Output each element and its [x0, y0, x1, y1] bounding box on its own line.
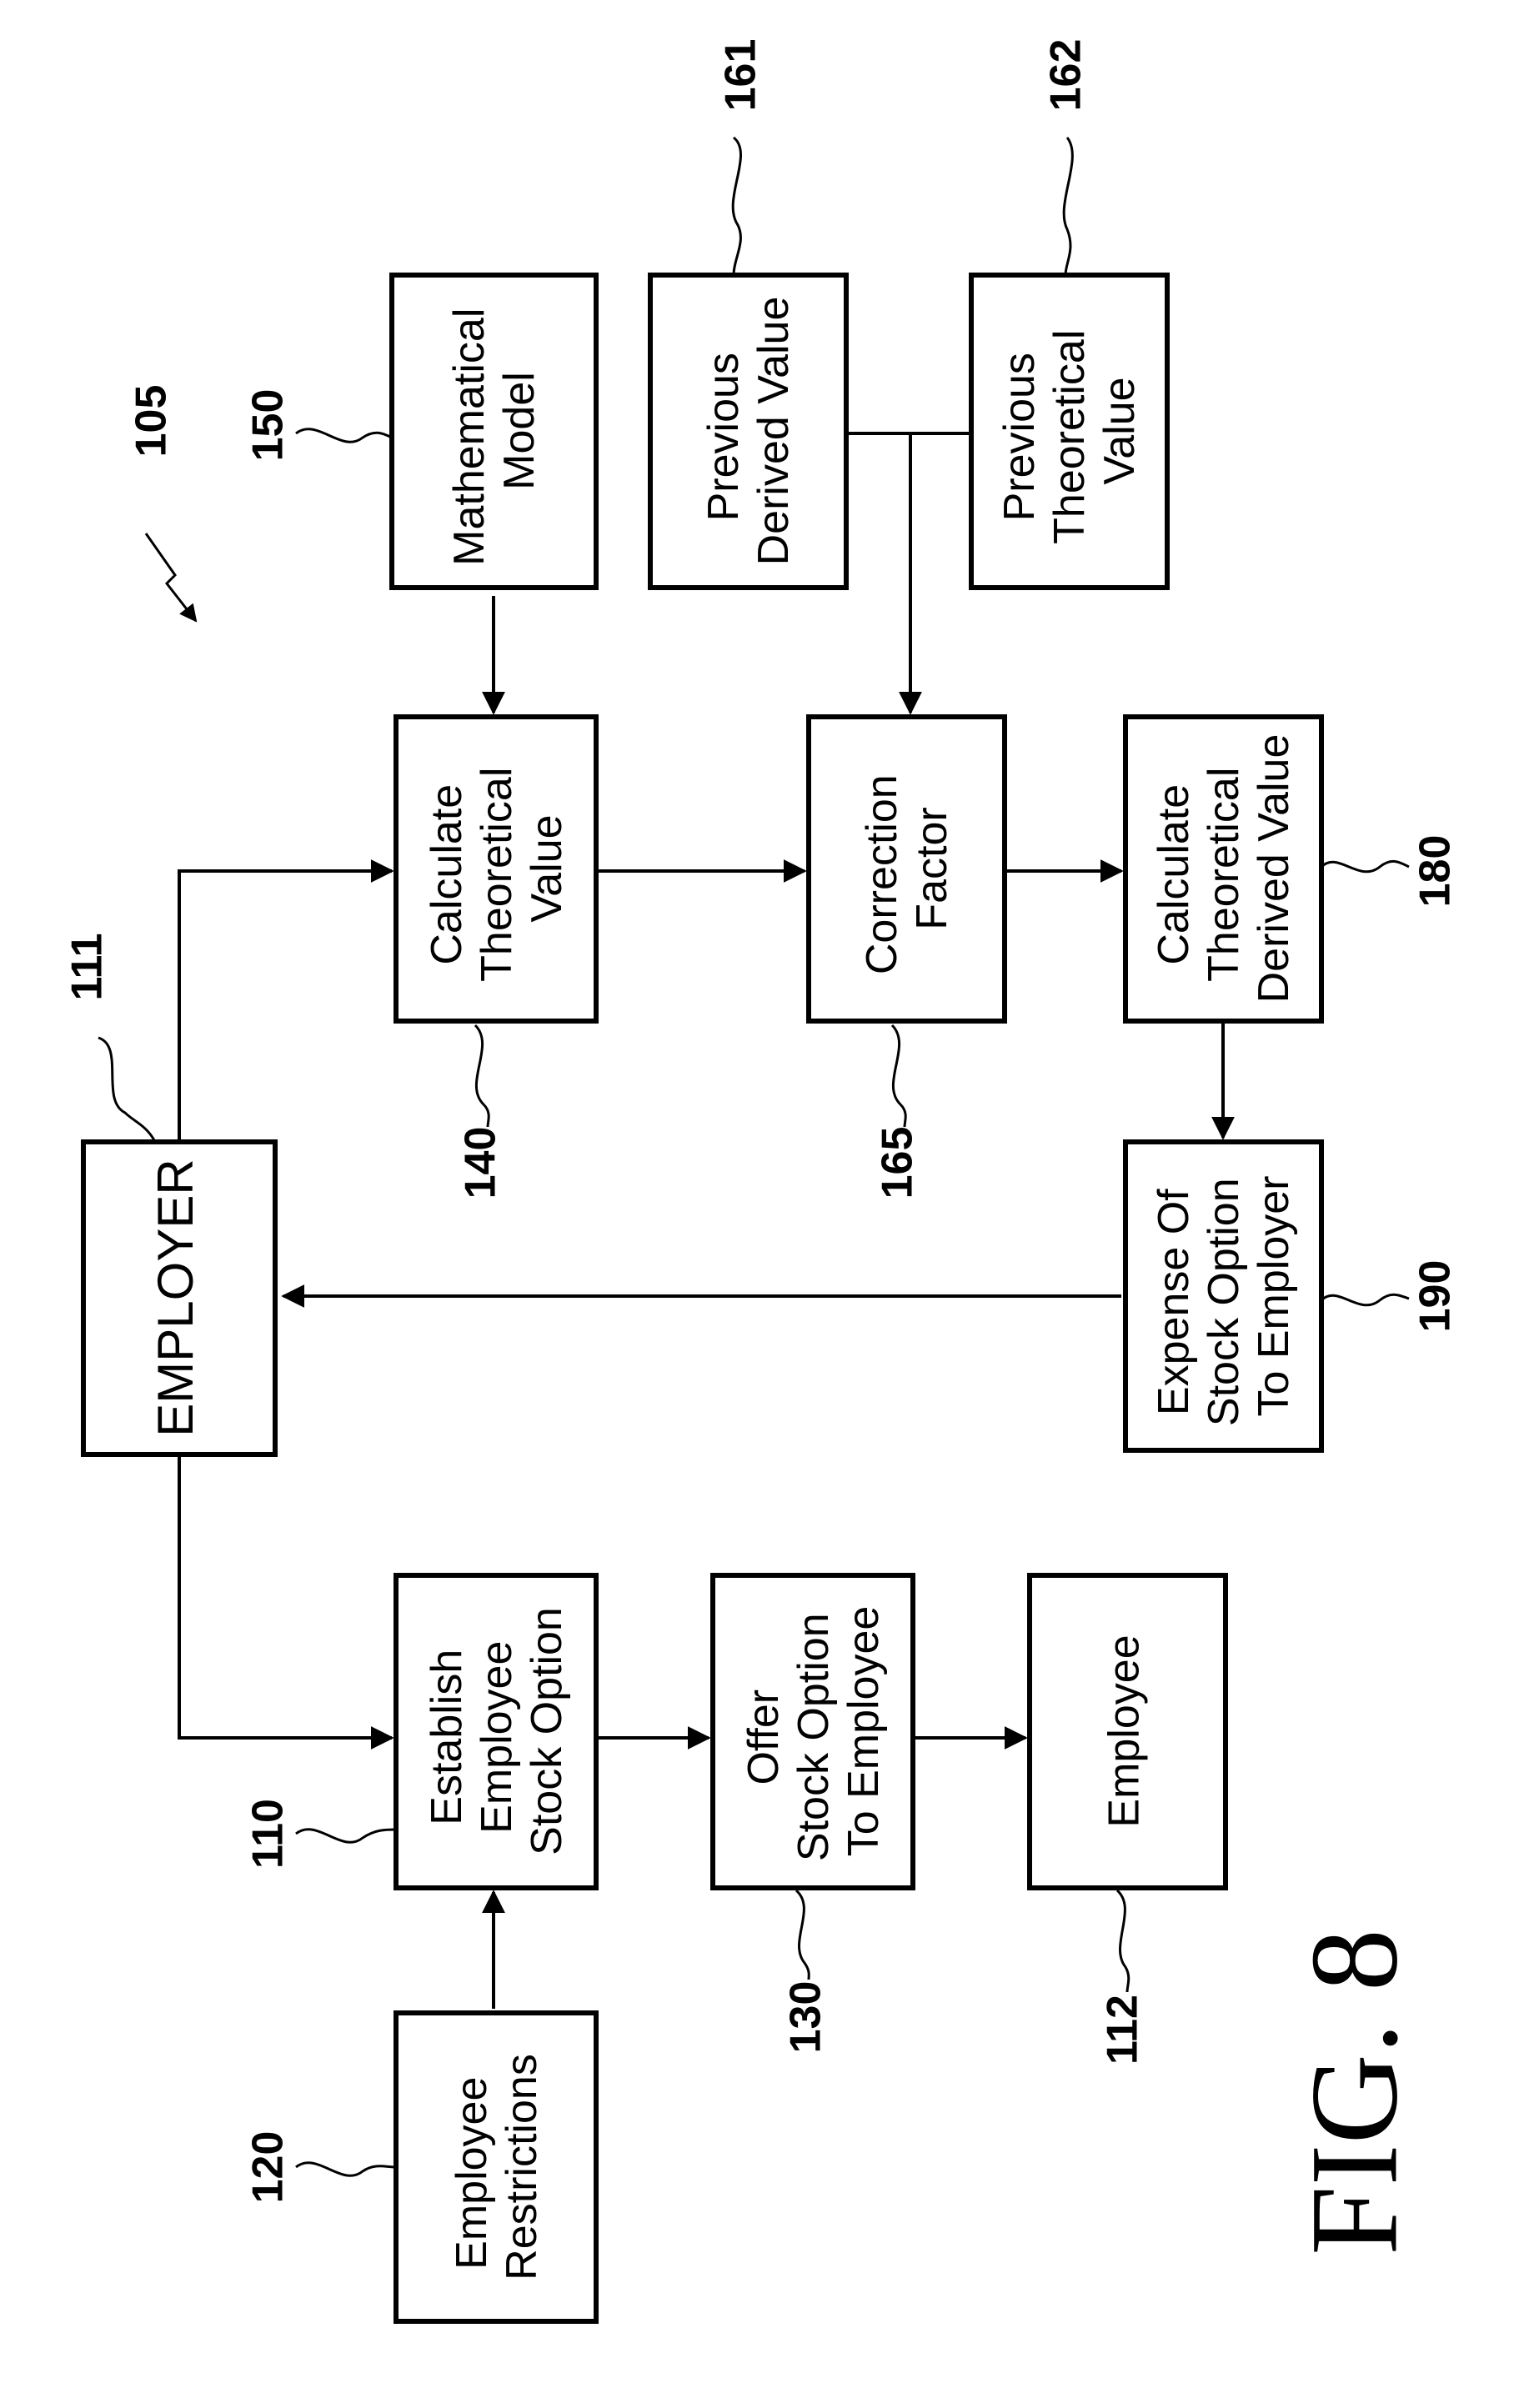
ref-180: 180 [1411, 835, 1460, 908]
offer-line-3: To Employee [840, 1606, 888, 1857]
ref-105-pointer [146, 533, 196, 621]
prev-theoretical-line-3: Value [1095, 377, 1144, 484]
ref-120-group: 120 [244, 2131, 396, 2204]
ref-105: 105 [128, 385, 176, 458]
ref-161: 161 [717, 39, 765, 112]
ref-112-leader [1117, 1890, 1129, 1992]
box-mathematical-model: Mathematical Model [392, 275, 596, 588]
ref-162-leader [1064, 138, 1072, 275]
ref-140-group: 140 [457, 1025, 505, 1199]
ref-165-leader [892, 1025, 905, 1127]
ref-161-group: 161 [717, 39, 765, 275]
calc-derived-line-3: Derived Value [1250, 734, 1298, 1004]
expense-line-1: Expense Of [1150, 1189, 1198, 1415]
mathematical-model-line-2: Model [495, 372, 544, 490]
ref-140-leader [475, 1025, 489, 1127]
ref-190: 190 [1411, 1260, 1460, 1333]
restrictions-line-2: Restrictions [498, 2054, 546, 2280]
ref-130: 130 [782, 1981, 830, 2054]
ref-150-group: 150 [244, 389, 392, 462]
mathematical-model-line-1: Mathematical [445, 308, 494, 566]
calc-theoretical-line-1: Calculate [423, 784, 471, 965]
ref-180-leader [1321, 861, 1409, 871]
expense-line-2: Stock Option [1200, 1178, 1248, 1426]
calc-derived-line-1: Calculate [1150, 784, 1198, 965]
restrictions-line-1: Employee [448, 2077, 496, 2270]
ref-111-leader [98, 1038, 154, 1140]
offer-line-1: Offer [739, 1690, 788, 1785]
offer-line-2: Stock Option [790, 1613, 838, 1861]
ref-110-group: 110 [244, 1799, 396, 1869]
ref-130-group: 130 [782, 1890, 830, 2053]
prev-derived-line-1: Previous [699, 353, 748, 521]
establish-line-2: Employee [473, 1641, 521, 1834]
ref-120-leader [296, 2163, 396, 2176]
ref-111: 111 [63, 933, 112, 1000]
box-calc-theoretical-derived-value: Calculate Theoretical Derived Value [1125, 717, 1321, 1021]
box-employee-restrictions: Employee Restrictions [396, 2013, 596, 2321]
prev-theoretical-line-1: Previous [995, 353, 1044, 521]
box-employer: EMPLOYER [83, 1142, 275, 1454]
correction-factor-line-1: Correction [858, 774, 906, 974]
ref-112-group: 112 [1099, 1890, 1147, 2065]
ref-161-leader [733, 138, 740, 275]
ref-140: 140 [457, 1127, 505, 1199]
calc-theoretical-line-3: Value [523, 814, 571, 922]
ref-165: 165 [874, 1127, 922, 1199]
expense-line-3: To Employer [1250, 1176, 1298, 1417]
establish-line-3: Stock Option [523, 1607, 571, 1855]
correction-factor-line-2: Factor [908, 807, 956, 929]
ref-190-leader [1321, 1294, 1409, 1305]
box-correction-factor: Correction Factor [809, 717, 1005, 1021]
ref-150-leader [296, 429, 392, 443]
ref-150: 150 [244, 389, 293, 462]
employee-label: Employee [1100, 1635, 1149, 1827]
box-prev-derived-value: Previous Derived Value [650, 275, 846, 588]
ref-180-group: 180 [1321, 835, 1460, 908]
box-expense-of-stock-option: Expense Of Stock Option To Employer [1125, 1142, 1321, 1450]
establish-line-1: Establish [423, 1650, 471, 1825]
box-calc-theoretical-value: Calculate Theoretical Value [396, 717, 596, 1021]
box-prev-theoretical-value: Previous Theoretical Value [971, 275, 1167, 588]
ref-110: 110 [244, 1799, 293, 1869]
svg-text:Establish Employee: Establish Employee Stock Option [423, 1607, 571, 1855]
ref-162: 162 [1042, 39, 1090, 112]
calc-derived-line-2: Theoretical [1200, 768, 1248, 982]
ref-105-group: 105 [128, 385, 196, 621]
prev-theoretical-line-2: Theoretical [1045, 330, 1094, 544]
connector-employer-to-calc-theoretical [179, 871, 392, 1146]
box-establish-employee-stock-option: Establish Employee Stock Option [396, 1575, 596, 1888]
ref-110-leader [296, 1830, 396, 1843]
ref-165-group: 165 [874, 1025, 922, 1199]
ref-120: 120 [244, 2131, 293, 2204]
ref-190-group: 190 [1321, 1260, 1460, 1333]
svg-text:Expense Of Stock Option: Expense Of Stock Option To Employer [1150, 1166, 1298, 1426]
employer-label: EMPLOYER [148, 1159, 203, 1436]
box-offer-stock-option: Offer Stock Option To Employee [713, 1575, 913, 1888]
ref-112: 112 [1099, 1995, 1147, 2065]
figure-label: FIG. 8 [1285, 1929, 1423, 2255]
connector-employer-to-establish [179, 1454, 392, 1738]
box-employee: Employee [1030, 1575, 1226, 1888]
ref-162-group: 162 [1042, 39, 1090, 275]
prev-derived-line-2: Derived Value [749, 297, 798, 566]
ref-111-group: 111 [63, 933, 154, 1140]
svg-text:Calculate Theoretical: Calculate Theoretical Derived Value [1150, 734, 1298, 1004]
calc-theoretical-line-2: Theoretical [473, 768, 521, 982]
ref-130-leader [796, 1890, 809, 1980]
